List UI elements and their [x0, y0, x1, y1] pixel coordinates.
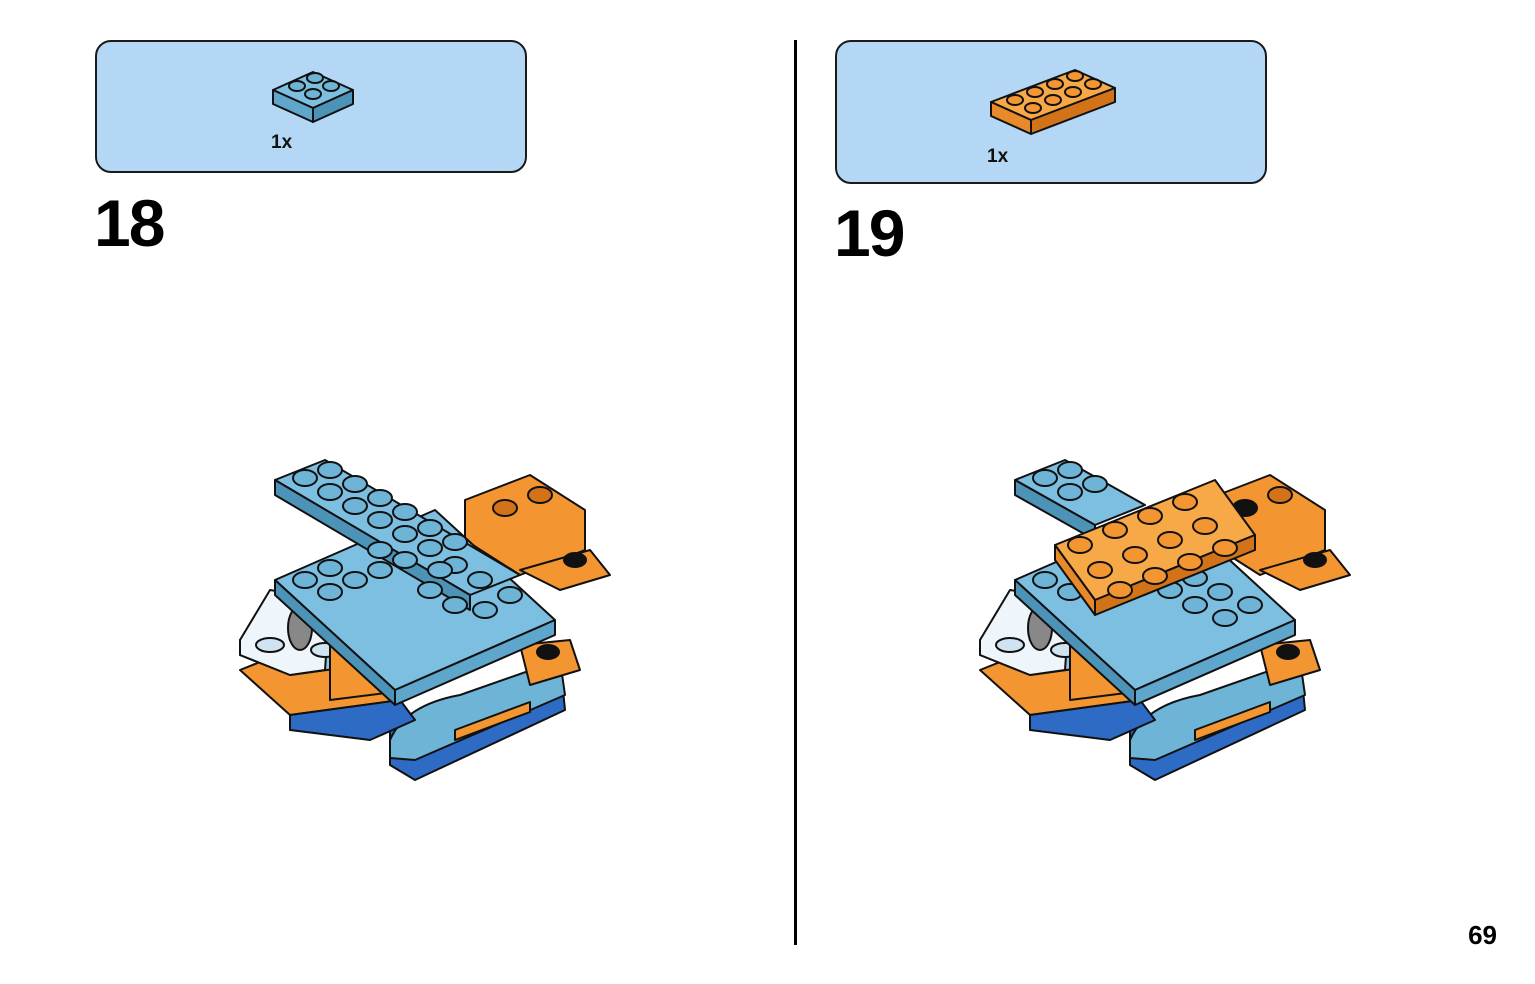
airplane-model-step-19-illustration — [979, 459, 1351, 781]
part-quantity: 1x — [271, 132, 293, 153]
part-quantity: 1x — [987, 146, 1009, 167]
step-number: 19 — [834, 196, 905, 270]
airplane-model-step-18-illustration — [239, 459, 611, 781]
step-number: 18 — [94, 186, 165, 260]
parts-callout-step-18: 1x — [95, 40, 527, 173]
page-number: 69 — [1468, 920, 1497, 950]
parts-callout-step-19: 1x — [835, 40, 1267, 184]
page-divider — [794, 40, 797, 945]
orange-2x4-plate-icon — [990, 69, 1116, 135]
blue-2x2-plate-icon — [272, 71, 354, 123]
